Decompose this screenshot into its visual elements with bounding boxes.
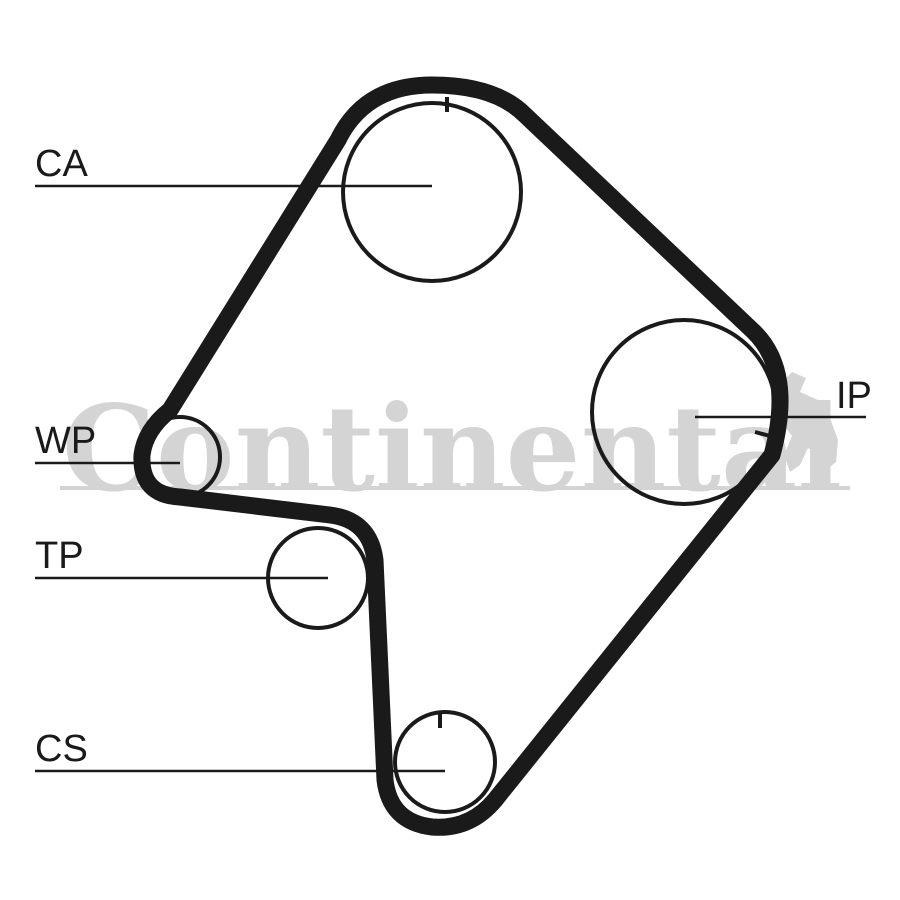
camshaft-pulley [341,101,523,283]
ca-label: CA [35,143,88,185]
ip-label: IP [836,375,872,417]
tp-label: TP [35,535,84,577]
injection-pump-timing-mark [754,430,771,438]
timing-belt [133,76,789,836]
cs-label: CS [35,728,88,770]
horse-emblem-icon [775,372,838,472]
crankshaft-pulley [393,710,497,814]
wp-label: WP [35,420,96,462]
